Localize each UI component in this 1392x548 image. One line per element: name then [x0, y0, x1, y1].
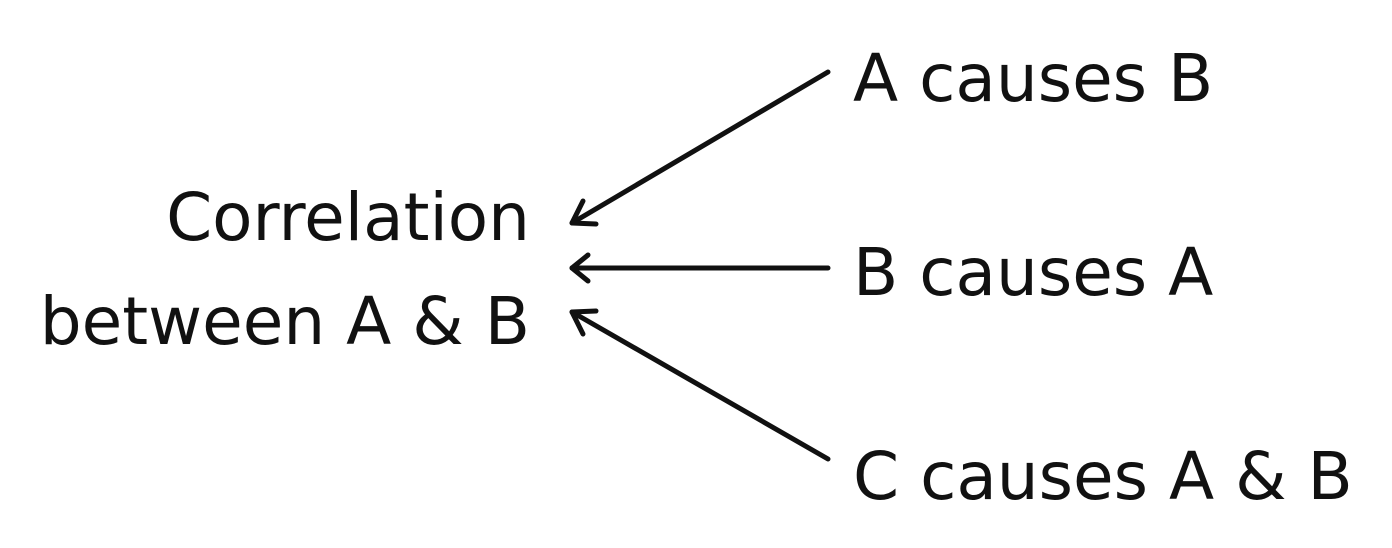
correlation-label-line-2: between A & B	[39, 283, 530, 360]
cause-b-causes-a-label: B causes A	[853, 234, 1214, 311]
cause-a-causes-b-label: A causes B	[853, 40, 1214, 117]
arrow-c-causes-a-and-b	[569, 308, 831, 462]
arrow-a-causes-b	[569, 69, 831, 227]
correlation-label-line-1: Correlation	[166, 179, 530, 256]
arrow-b-causes-a	[569, 252, 831, 284]
cause-c-causes-a-and-b-label: C causes A & B	[853, 438, 1353, 515]
